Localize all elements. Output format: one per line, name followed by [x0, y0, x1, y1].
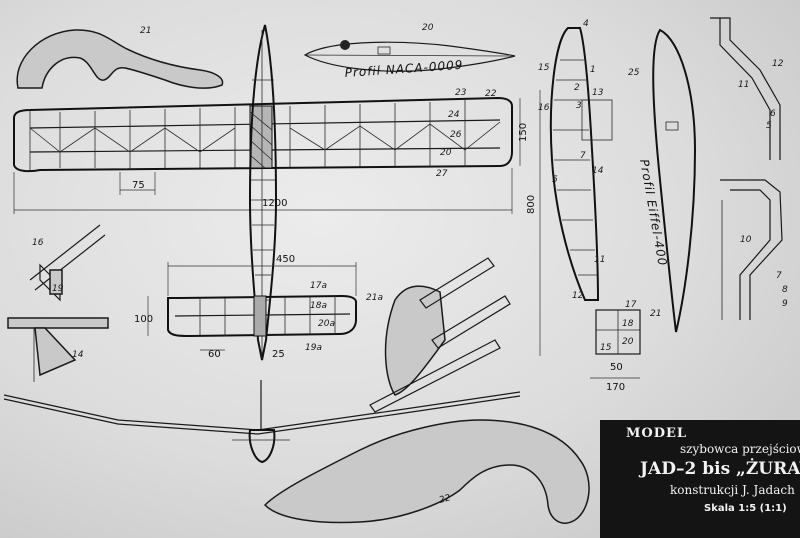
part-label: 4: [583, 19, 589, 29]
part-label: 18: [622, 319, 634, 329]
fuselage-len-dim: 800: [526, 195, 537, 214]
part-label: 19a: [305, 343, 322, 353]
fuselage-side-view: 800 170 50 4 15 1 2 3 13 16 7 5 14 11 12…: [526, 19, 661, 393]
part-label: 11: [594, 255, 605, 265]
eiffel-profile: 25 Profil Eiffel-400: [628, 28, 697, 333]
part-label: 20a: [318, 319, 335, 329]
naca-profile-label: Profil NACA-0009: [344, 58, 464, 80]
eiffel-profile-label: Profil Eiffel-400: [637, 158, 670, 267]
detail-11-12: 12 11 6 5: [710, 17, 784, 160]
part-label: 16: [538, 103, 550, 113]
part-label: 7: [580, 151, 586, 161]
part-label: 5: [766, 121, 772, 131]
rib-spacing-dim: 75: [132, 180, 145, 191]
part-label: 23: [455, 88, 467, 98]
part-label: 17a: [310, 281, 327, 291]
wing-joint-sketch: [369, 257, 511, 413]
part-label: 21a: [366, 293, 383, 303]
title-type: szybowca przejściowego: [680, 442, 800, 456]
naca-profile: 20 Profil NACA-0009: [303, 23, 516, 80]
part-22-arch: 22: [263, 419, 590, 524]
part-label: 16: [32, 238, 44, 248]
part-label: 7: [776, 271, 782, 281]
part-label: 13: [592, 88, 604, 98]
part-label: 10: [740, 235, 752, 245]
fin-width-dim: 170: [606, 382, 625, 393]
part-label: 9: [782, 299, 788, 309]
part-label: 25: [628, 68, 640, 78]
stab-rib-dim: 60: [208, 349, 221, 360]
part-label: 8: [782, 285, 788, 295]
part-label: 20: [622, 337, 634, 347]
fin-bottom-dim: 50: [610, 362, 623, 373]
part-label: 12: [772, 59, 784, 69]
stab-span-dim: 450: [276, 254, 295, 265]
part-label: 15: [600, 343, 612, 353]
part-label: 6: [770, 109, 776, 119]
title-block: MODEL szybowca przejściowego JAD–2 bis „…: [600, 420, 800, 538]
part-21-wing-mount: 21: [16, 26, 224, 89]
glider-front-view: [3, 380, 521, 464]
part-label: 11: [738, 80, 749, 90]
part-label: 18a: [310, 301, 327, 311]
stab-rear-dim: 25: [272, 349, 285, 360]
part-label: 19: [52, 284, 64, 294]
part-label: 27: [436, 169, 448, 179]
part-label: 5: [552, 175, 558, 185]
part-label: 24: [448, 110, 460, 120]
part-label: 26: [450, 130, 462, 140]
part-label: 17: [625, 300, 637, 310]
part-label: 2: [574, 83, 580, 93]
title-model: MODEL: [626, 426, 688, 441]
part-label: 12: [572, 291, 584, 301]
title-scale: Skala 1:5 (1:1): [704, 503, 787, 514]
part-label: 14: [72, 350, 84, 360]
detail-14: 14: [7, 317, 109, 382]
wing-chord-dim: 150: [518, 123, 529, 142]
stabilizer-plan-view: 450 100 60 25 17a 18a 20a 19a 21a: [134, 254, 383, 360]
detail-16-19: 16 19: [29, 224, 106, 302]
wing-span-dim: 1200: [262, 198, 287, 209]
title-author: konstrukcji J. Jadach: [670, 483, 795, 497]
part-label: 15: [538, 63, 550, 73]
part-label: 1: [590, 65, 596, 75]
part-label: 20: [422, 23, 434, 33]
title-name: JAD–2 bis „ŻURAW: [640, 459, 800, 479]
part-label: 22: [438, 493, 452, 506]
part-label: 3: [576, 101, 582, 111]
part-label: 14: [592, 166, 604, 176]
part-label: 20: [440, 148, 452, 158]
part-label: 21: [140, 26, 151, 36]
wing-plan-view: 1200 150 75 23 22 24 26 20 27: [13, 88, 529, 214]
part-label: 21: [650, 309, 661, 319]
part-label: 22: [485, 89, 497, 99]
stab-chord-dim: 100: [134, 314, 153, 325]
detail-7-10: 10 7 8 9: [720, 179, 788, 320]
